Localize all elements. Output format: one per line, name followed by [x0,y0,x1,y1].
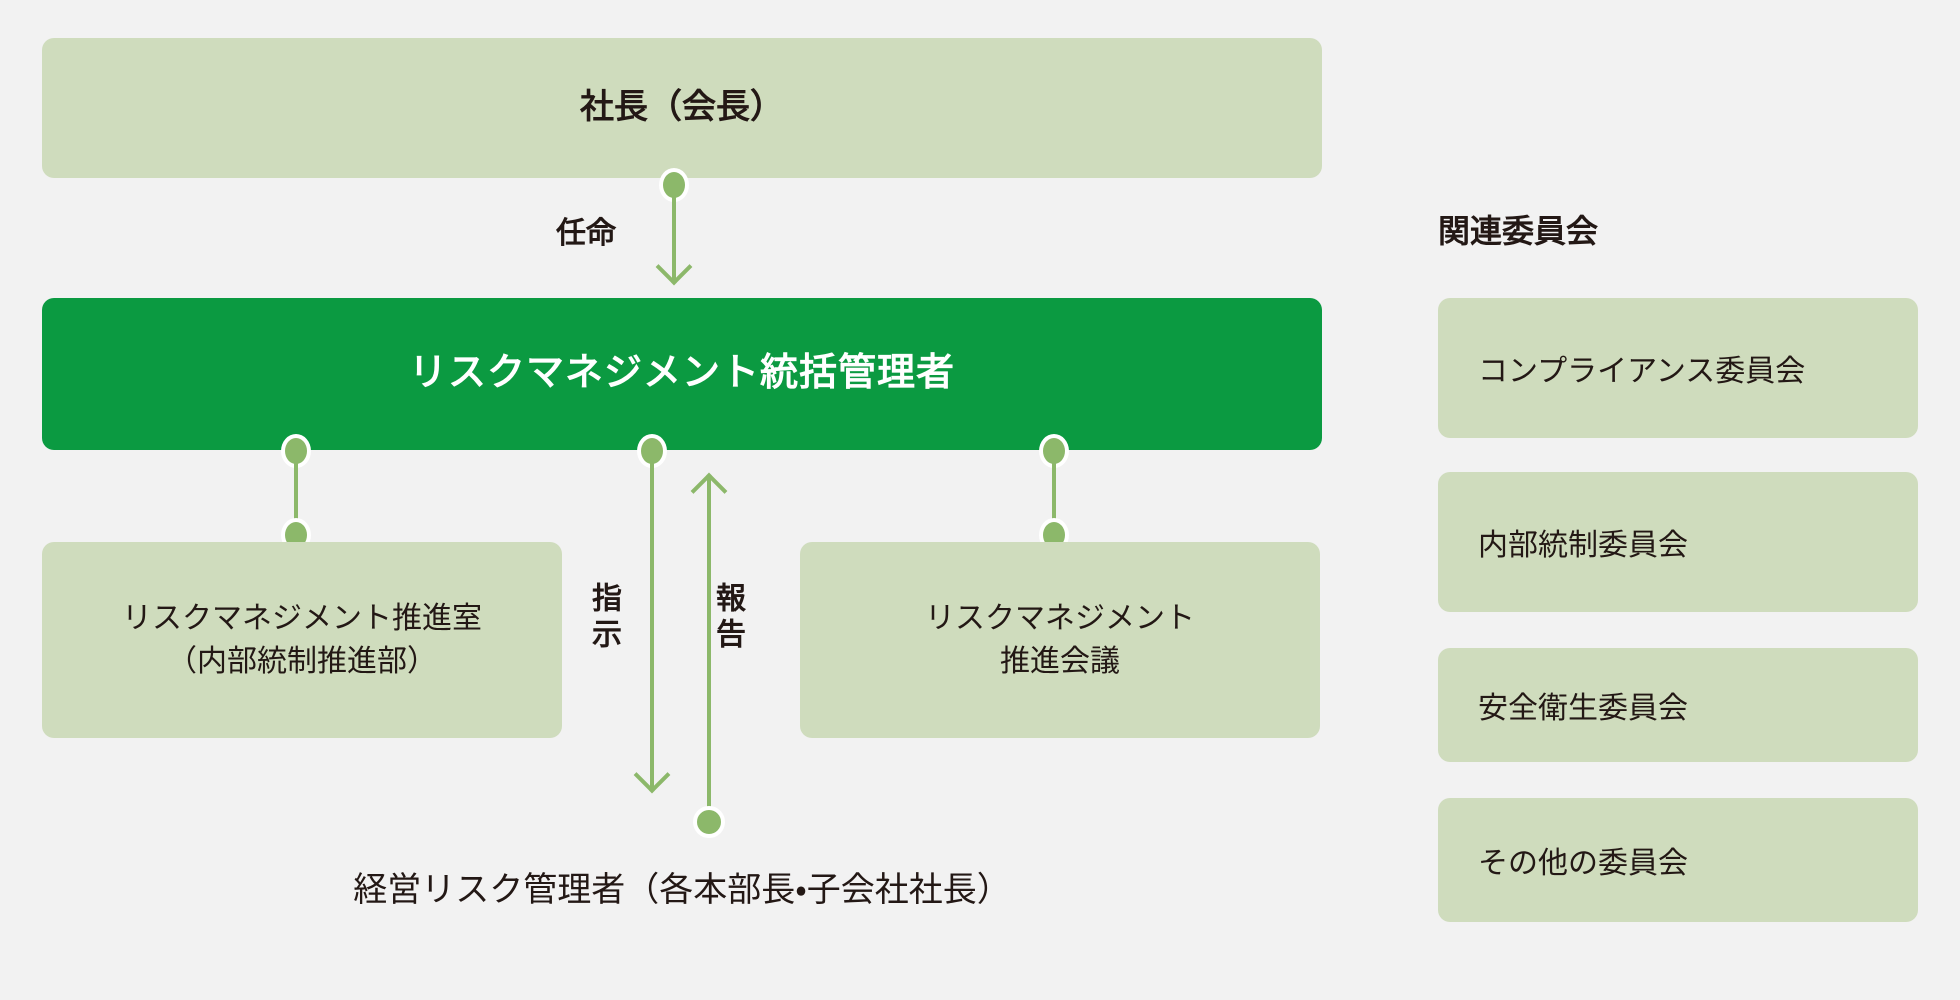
node-president-label: 社長（会長） [580,88,784,127]
node-exec-risk-manager: 経営リスク管理者（各本部長・子会社社長） [353,871,1011,909]
committee-item-label: 内部統制委員会 [1478,529,1688,562]
arrow-head-instruct-down [633,756,671,794]
edge-label-appoint: 任命 [556,217,616,250]
arrow-head-report-up [690,472,728,510]
edge-label-instruct: 指示 [587,582,620,654]
connector-line-rm-meeting [1052,450,1056,532]
node-rm-meeting: リスクマネジメント 推進会議 [800,542,1320,738]
connector-line-instruct [650,450,654,788]
node-rm-meeting-line1: リスクマネジメント [925,601,1195,635]
committee-item-label: コンプライアンス委員会 [1478,355,1806,388]
node-president: 社長（会長） [42,38,1322,178]
connector-line-rm-office [294,450,298,532]
node-rm-office-line1: リスクマネジメント推進室 [122,601,482,635]
arrow-head-appoint-down [655,248,693,286]
node-rm-meeting-text: リスクマネジメント 推進会議 [925,597,1195,684]
node-rm-chief-label: リスクマネジメント統括管理者 [408,352,955,395]
node-rm-chief: リスクマネジメント統括管理者 [42,298,1322,450]
node-rm-office-line2: （内部統制推進部） [167,645,437,678]
connector-dot-report-bottom [693,806,725,838]
node-rm-meeting-line2: 推進会議 [1000,645,1120,678]
committees-heading: 関連委員会 [1438,213,1599,249]
connector-line-report [707,478,711,816]
connector-line-appoint [672,184,676,280]
committee-item-health-safety: 安全衛生委員会 [1438,648,1918,762]
edge-label-report: 報告 [711,582,744,654]
committee-item-other: その他の委員会 [1438,798,1918,922]
node-rm-office: リスクマネジメント推進室 （内部統制推進部） [42,542,562,738]
committee-item-internal-control: 内部統制委員会 [1438,472,1918,612]
committee-item-label: 安全衛生委員会 [1478,692,1688,725]
committee-item-label: その他の委員会 [1478,847,1688,880]
node-rm-office-text: リスクマネジメント推進室 （内部統制推進部） [122,597,482,684]
committee-item-compliance: コンプライアンス委員会 [1438,298,1918,438]
